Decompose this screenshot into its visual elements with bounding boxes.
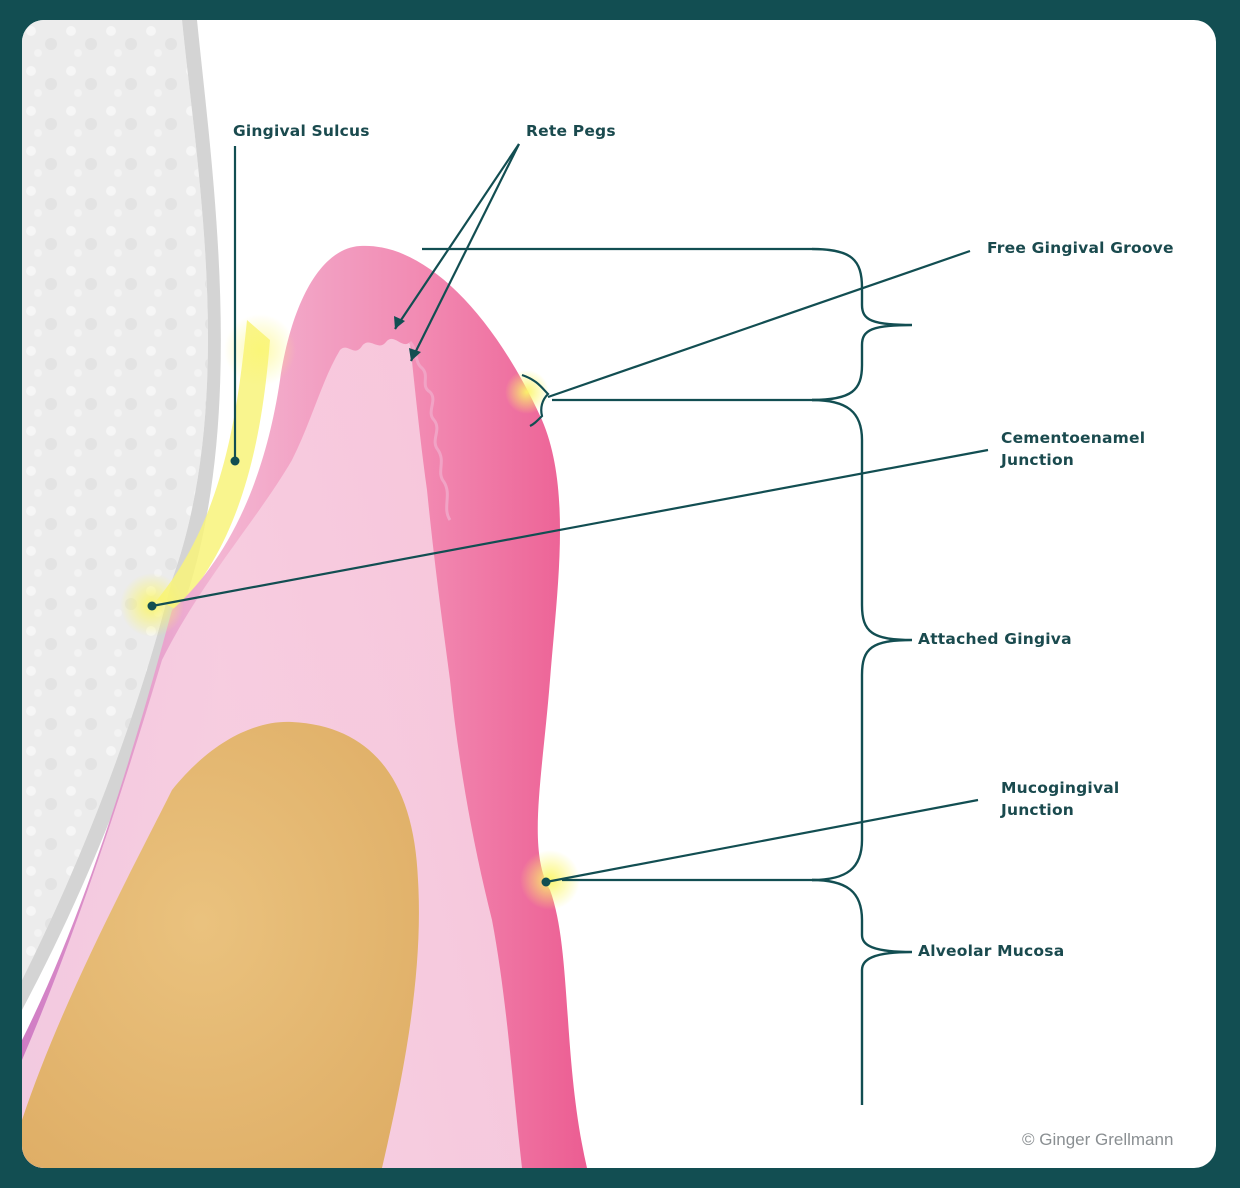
- braces: [811, 247, 913, 1105]
- tooth-surface: [22, 20, 208, 980]
- rete-arrow-1: [394, 316, 405, 329]
- sulcus-dot: [230, 456, 240, 466]
- rete-pegs-edge: [408, 340, 452, 521]
- free-groove-bracket: [521, 373, 550, 427]
- label-mucogingival-line2: Junction: [1001, 801, 1075, 819]
- label-free-gingival-groove: Free Gingival Groove: [987, 239, 1174, 257]
- cej-dot: [147, 601, 157, 611]
- alveolar-mucosa-brace: [811, 878, 913, 1105]
- mucogingival-dot: [541, 877, 551, 887]
- sulcus-highlight: [157, 320, 270, 610]
- label-mucogingival-line1: Mucogingival: [1001, 779, 1120, 797]
- diagram-frame: Gingival Sulcus Rete Pegs Free Gingival …: [22, 20, 1216, 1168]
- attached-gingiva-brace: [811, 398, 913, 882]
- leader-lines: [151, 143, 989, 884]
- label-attached-gingiva: Attached Gingiva: [918, 630, 1072, 648]
- sulcus-glow: [224, 314, 296, 386]
- free-groove-glow: [505, 370, 549, 414]
- tooth-edge: [22, 20, 221, 1010]
- free-gingiva-brace: [811, 247, 913, 402]
- label-cementoenamel-line2: Junction: [1001, 451, 1075, 469]
- alveolar-bone: [22, 721, 419, 1168]
- gingiva-anatomy-diagram: [22, 20, 989, 1168]
- label-cementoenamel-line1: Cementoenamel: [1001, 429, 1146, 447]
- rete-arrow-2: [409, 348, 421, 361]
- label-gingival-sulcus: Gingival Sulcus: [233, 122, 370, 140]
- label-rete-pegs: Rete Pegs: [526, 122, 616, 140]
- label-alveolar-mucosa: Alveolar Mucosa: [918, 942, 1065, 960]
- copyright-notice: © Ginger Grellmann: [1022, 1130, 1174, 1149]
